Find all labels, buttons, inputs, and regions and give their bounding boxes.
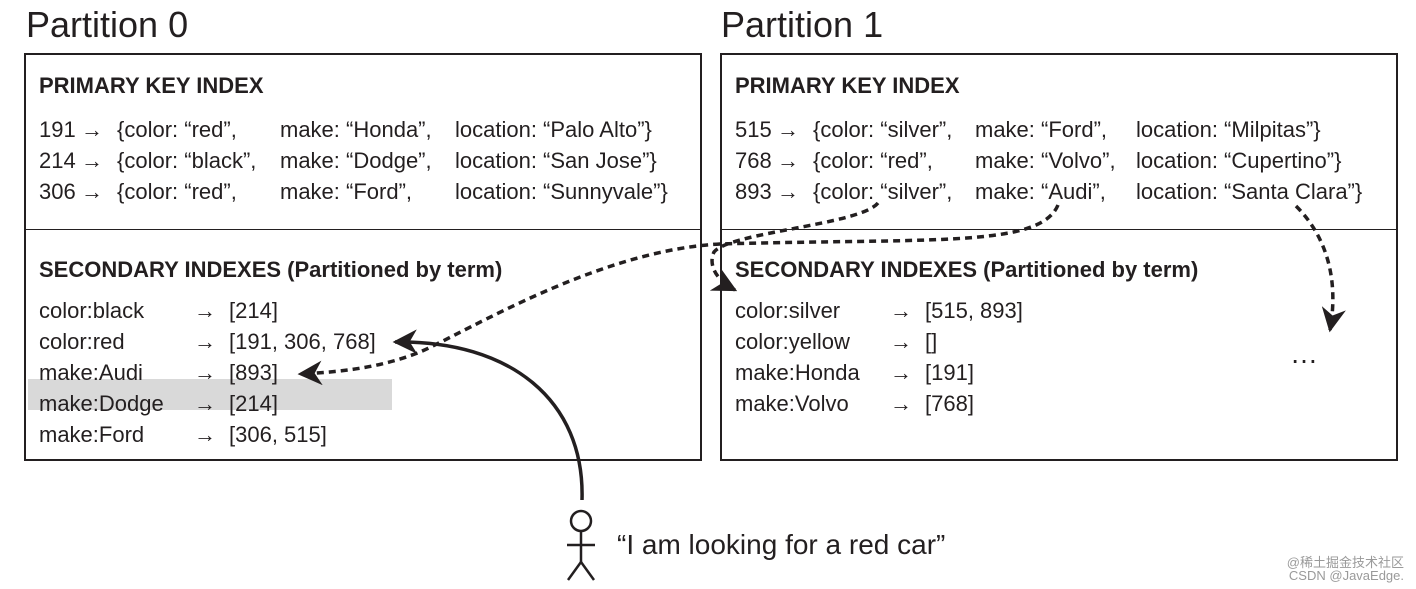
person-icon — [566, 509, 596, 581]
index-ids: [515, 893] — [925, 298, 1023, 323]
location-field: location: “Milpitas”} — [1136, 117, 1321, 142]
primary-key: 306 — [39, 179, 76, 204]
solid-arrow-query-to-color-red — [392, 329, 584, 501]
color-field: {color: “red”, — [117, 179, 237, 204]
make-field: make: “Ford”, — [975, 117, 1108, 142]
index-term: make:Audi — [39, 360, 143, 385]
watermark-line-2: CSDN @JavaEdge. — [1288, 568, 1404, 583]
partition-1-box: PRIMARY KEY INDEX 515 → {color: “silver”… — [720, 53, 1398, 461]
arrow: → — [81, 117, 103, 142]
location-field: location: “Palo Alto”} — [455, 117, 652, 142]
color-field: {color: “black”, — [117, 148, 257, 173]
location-field: location: “San Jose”} — [455, 148, 657, 173]
index-term: color:yellow — [735, 329, 850, 354]
color-field: {color: “red”, — [117, 117, 237, 142]
make-field: make: “Audi”, — [975, 179, 1106, 204]
index-ids: [768] — [925, 391, 974, 416]
arrow: → — [890, 329, 912, 354]
index-term: make:Dodge — [39, 391, 164, 416]
index-ids: [191, 306, 768] — [229, 329, 376, 354]
primary-key: 515 — [735, 117, 772, 142]
arrow: → — [194, 391, 216, 416]
color-field: {color: “silver”, — [813, 117, 953, 142]
make-field: make: “Dodge”, — [280, 148, 432, 173]
primary-key: 893 — [735, 179, 772, 204]
arrow: → — [890, 298, 912, 323]
dashed-arrow-audi-to-make-audi — [297, 204, 1060, 386]
primary-key: 768 — [735, 148, 772, 173]
arrow: → — [777, 148, 799, 173]
primary-key-index-heading: PRIMARY KEY INDEX — [735, 73, 960, 98]
arrow: → — [194, 298, 216, 323]
partition-0-box: PRIMARY KEY INDEX 191 → {color: “red”, m… — [24, 53, 702, 461]
make-field: make: “Honda”, — [280, 117, 432, 142]
secondary-indexes-heading: SECONDARY INDEXES (Partitioned by term) — [39, 257, 503, 282]
index-ids: [] — [925, 329, 938, 354]
arrow: → — [777, 117, 799, 142]
partition-0-title: Partition 0 — [26, 4, 189, 45]
arrow: → — [194, 329, 216, 354]
arrow: → — [890, 360, 912, 385]
index-term: color:red — [39, 329, 125, 354]
index-ids: [214] — [229, 298, 278, 323]
index-term: color:silver — [735, 298, 841, 323]
index-term: make:Volvo — [735, 391, 849, 416]
index-ids: [214] — [229, 391, 278, 416]
location-field: location: “Sunnyvale”} — [455, 179, 668, 204]
watermark-line-1: @稀土掘金技术社区 — [1286, 555, 1404, 570]
section-divider — [26, 229, 700, 230]
index-ids: [306, 515] — [229, 422, 327, 447]
index-term: color:black — [39, 298, 145, 323]
color-field: {color: “red”, — [813, 148, 933, 173]
index-ids: [893] — [229, 360, 278, 385]
make-field: make: “Ford”, — [280, 179, 413, 204]
arrow: → — [194, 422, 216, 447]
color-field: {color: “silver”, — [813, 179, 953, 204]
location-field: location: “Santa Clara”} — [1136, 179, 1363, 204]
highlighted-row-background — [28, 379, 392, 410]
section-divider — [722, 229, 1396, 230]
arrow: → — [777, 179, 799, 204]
primary-key: 214 — [39, 148, 76, 173]
arrow: → — [890, 391, 912, 416]
index-ids: [191] — [925, 360, 974, 385]
index-term: make:Honda — [735, 360, 860, 385]
primary-key: 191 — [39, 117, 76, 142]
dashed-arrow-santa-clara-to-ellipsis — [1294, 204, 1346, 333]
partition-1-title: Partition 1 — [721, 4, 884, 45]
make-field: make: “Volvo”, — [975, 148, 1116, 173]
query-speech-text: “I am looking for a red car” — [617, 529, 946, 560]
index-term: make:Ford — [39, 422, 145, 447]
primary-key-index-heading: PRIMARY KEY INDEX — [39, 73, 264, 98]
location-field: location: “Cupertino”} — [1136, 148, 1342, 173]
arrow: → — [194, 360, 216, 385]
arrow: → — [81, 179, 103, 204]
arrow: → — [81, 148, 103, 173]
more-partitions-ellipsis: … — [1290, 338, 1321, 369]
dashed-arrow-silver-to-color-silver — [709, 201, 880, 292]
secondary-indexes-heading: SECONDARY INDEXES (Partitioned by term) — [735, 257, 1199, 282]
